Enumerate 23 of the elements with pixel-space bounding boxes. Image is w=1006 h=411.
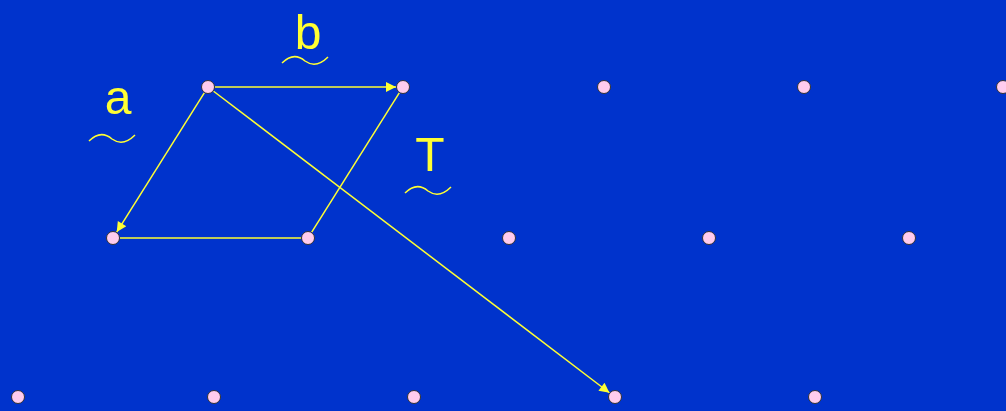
lattice-point — [702, 231, 716, 245]
lattice-point — [597, 80, 611, 94]
vector-label: a — [104, 74, 132, 122]
arrow — [214, 82, 397, 92]
line — [119, 237, 302, 239]
lattice-point — [797, 80, 811, 94]
lattice-point — [106, 231, 120, 245]
vector-label: T — [415, 131, 445, 179]
lattice-point — [502, 231, 516, 245]
lattice-point — [301, 231, 315, 245]
lattice-point — [11, 390, 25, 404]
lattice-point — [996, 80, 1006, 94]
lattice-point — [207, 390, 221, 404]
vector-label: b — [294, 9, 322, 57]
lattice-point — [902, 231, 916, 245]
line — [311, 92, 400, 233]
lattice-point — [608, 390, 622, 404]
lattice-point — [396, 80, 410, 94]
lattice-point — [407, 390, 421, 404]
lattice-point — [201, 80, 215, 94]
arrow — [212, 90, 611, 394]
arrow — [116, 92, 205, 233]
lattice-point — [808, 390, 822, 404]
